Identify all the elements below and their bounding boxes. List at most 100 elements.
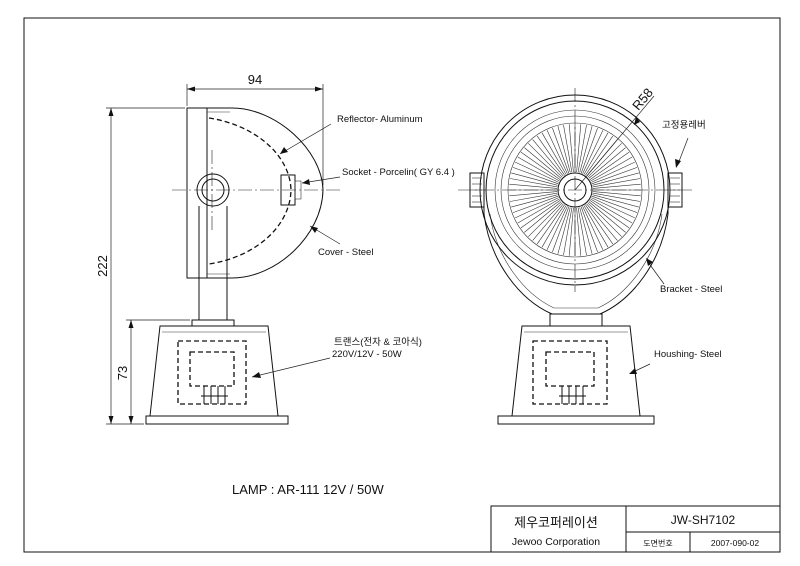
leader-lever-arrow (675, 159, 681, 168)
louver-spoke (591, 195, 638, 213)
model-number: JW-SH7102 (671, 513, 736, 527)
callout-lever: 고정용레버 (662, 120, 706, 131)
louver-spoke (532, 203, 564, 241)
louver-spoke (577, 124, 587, 173)
louver-spoke (592, 183, 641, 189)
company-english: Jewoo Corporation (512, 536, 600, 548)
front-transformer-hidden-inner (545, 351, 595, 387)
louver-spoke (592, 191, 641, 197)
base-housing (149, 325, 279, 417)
dim-94-arrow-right (315, 86, 323, 92)
leader-reflector (279, 123, 332, 155)
louver-spoke (583, 132, 609, 175)
louver-spoke (536, 135, 565, 176)
louver-spoke (563, 124, 573, 173)
louver-spoke (524, 147, 562, 179)
louver-spoke (509, 178, 558, 188)
louver-spoke (585, 135, 614, 176)
louver-spoke (509, 191, 558, 197)
leader-transformer (251, 357, 331, 378)
louver-spoke (587, 143, 622, 178)
leader-bracket-arrow (646, 258, 653, 266)
louver-spoke (517, 156, 560, 182)
drawing-no-label: 도면번호 (643, 538, 672, 548)
leader-reflector-arrow (280, 147, 288, 154)
louver-spoke (582, 206, 604, 250)
louver-spoke (586, 203, 618, 241)
louver-spoke (568, 124, 574, 173)
drawing-no: 2007-090-02 (711, 538, 759, 548)
louver-spoke (590, 156, 633, 182)
louver-spoke (579, 207, 593, 254)
louver-spoke (576, 207, 582, 256)
louver-spoke (583, 205, 609, 248)
louver-spoke (557, 207, 571, 254)
pivot-inner (201, 178, 225, 202)
front-transformer-hidden-outer (532, 340, 608, 405)
louver-spoke (589, 151, 630, 180)
louver-spoke (515, 161, 559, 183)
leader-socket-arrow (302, 179, 310, 185)
title-block: 제우코퍼레이션 Jewoo Corporation JW-SH7102 도면번호… (490, 505, 781, 553)
side-view: 94 222 73 Reflector- Aluminum Socket - P… (95, 72, 455, 425)
dim-222-arrow-top (108, 108, 114, 116)
transformer-hidden-outer (177, 340, 247, 405)
louver-spoke (592, 194, 639, 208)
dim-r58-arrow (634, 117, 640, 125)
louver-spoke (577, 207, 587, 256)
front-transformer-terminals (559, 386, 586, 404)
bracket-inner (489, 213, 663, 309)
louver-spoke (541, 205, 567, 248)
base-collar (191, 319, 235, 327)
louver-spoke (591, 167, 638, 185)
transformer-hidden-inner (189, 351, 235, 387)
socket-inner (294, 180, 302, 200)
louver-spoke (552, 206, 570, 253)
louver-spoke (568, 207, 574, 256)
louver-spoke (592, 192, 641, 202)
leader-transformer-arrow (252, 372, 261, 378)
lamp-spec: LAMP : AR-111 12V / 50W (232, 482, 384, 497)
reflector-shell (207, 107, 324, 279)
louver-spoke (536, 204, 565, 245)
louver-spoke (579, 126, 593, 173)
louver-spoke (592, 178, 641, 188)
front-view: R58 고정용레버 Bracket - Steel Houshing- Stee… (458, 85, 722, 425)
louver-spoke (509, 183, 558, 189)
dim-94-label: 94 (248, 72, 262, 87)
louver-spoke (588, 201, 626, 233)
pivot-outer (196, 173, 230, 207)
louver-spoke (512, 167, 559, 185)
dim-73-arrow-top (128, 320, 134, 328)
louver-spoke (576, 124, 582, 173)
callout-bracket: Bracket - Steel (660, 284, 722, 295)
dim-94-arrow-left (187, 86, 195, 92)
left-knob (469, 172, 485, 208)
louver-spoke (520, 151, 561, 180)
louver-spoke (546, 206, 568, 250)
louver-spoke (520, 200, 561, 229)
company-korean: 제우코퍼레이션 (514, 515, 598, 530)
louver-spoke (591, 161, 635, 183)
louver-spoke (528, 143, 563, 178)
louver-spoke (580, 127, 598, 174)
louver-spoke (585, 204, 614, 245)
reflector-hidden-line (208, 117, 292, 265)
louver-spoke (591, 197, 635, 219)
louver-spoke (592, 172, 639, 186)
callout-housing: Houshing- Steel (654, 349, 722, 360)
louver-spoke (512, 195, 559, 213)
louver-spoke (511, 194, 558, 208)
louver-spoke (552, 127, 570, 174)
leader-lever (677, 137, 689, 165)
louver-spoke (588, 147, 626, 179)
dim-222-arrow-bottom (108, 416, 114, 424)
louver-spoke (511, 172, 558, 186)
front-plate (186, 107, 208, 279)
transformer-terminals (201, 386, 228, 404)
louver-spoke (580, 206, 598, 253)
louver-spoke (563, 207, 573, 256)
louver-spoke (589, 200, 630, 229)
callout-transformer-line2: 220V/12V - 50W (332, 349, 402, 360)
